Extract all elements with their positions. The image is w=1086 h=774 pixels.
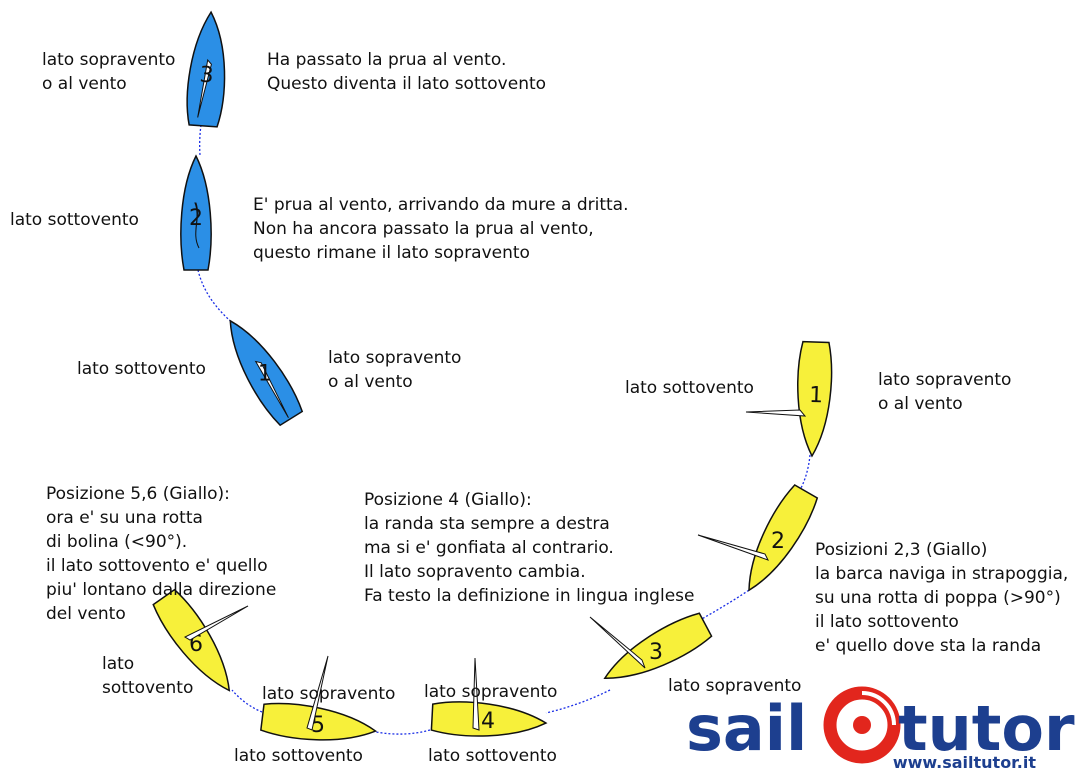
yellow-boat-3: 3 (603, 612, 713, 679)
hull (797, 340, 833, 458)
label-y3-windward: lato sopravento (668, 676, 802, 696)
sailtutor-logo: sail tutor www.sailtutor.it (684, 680, 1086, 772)
sail-mainsail (745, 409, 807, 417)
hull (430, 701, 548, 737)
sail-mainsail (472, 657, 480, 731)
hull (603, 612, 713, 679)
sail-mainsail (254, 360, 289, 418)
blue-boat-2: 2 (180, 154, 212, 271)
note-yellow-5-6: Posizione 5,6 (Giallo):ora e' su una rot… (46, 484, 277, 624)
hull (152, 588, 231, 692)
logo-swirl-icon (823, 686, 901, 764)
yellow-boat-2: 2 (748, 484, 819, 592)
label-y4-leeward: lato sottovento (428, 746, 557, 766)
logo-word-tutor: tutor (898, 692, 1075, 765)
yellow-path (231, 454, 811, 735)
boat-number: 2 (771, 529, 785, 554)
boat-number: 3 (199, 63, 215, 89)
label-blue2-leeward: lato sottovento (10, 210, 139, 230)
blue-boat-3: 3 (186, 10, 226, 128)
yellow-boat-5: 5 (260, 702, 378, 741)
note-blue3: Ha passato la prua al vento.Questo diven… (267, 50, 547, 94)
note-yellow-4: Posizione 4 (Giallo):la randa sta sempre… (364, 490, 695, 606)
boat-number: 1 (258, 361, 272, 386)
boat-number: 3 (649, 640, 663, 665)
sail-mainsail (697, 534, 770, 561)
boat-number: 4 (481, 709, 495, 734)
sail-mainsail (183, 605, 249, 641)
sail-mainsail (306, 655, 329, 731)
logo-graphic: sail tutor www.sailtutor.it (686, 686, 1075, 772)
sail-mainsail (589, 616, 646, 669)
note-yellow-2-3: Posizioni 2,3 (Giallo)la barca naviga in… (815, 540, 1069, 656)
logo-url: www.sailtutor.it (893, 753, 1037, 770)
sail-mainsail (194, 202, 200, 249)
label-blue1-leeward: lato sottovento (77, 359, 206, 379)
note-blue2: E' prua al vento, arrivando da mure a dr… (253, 195, 629, 263)
boat-number: 2 (189, 206, 203, 231)
yellow-boat-1: 1 (797, 340, 833, 458)
label-y5-windward: lato sopravento (262, 684, 396, 704)
label-y5-leeward: lato sottovento (234, 746, 363, 766)
label-y1-leeward: lato sottovento (625, 378, 754, 398)
boat-number: 1 (809, 383, 824, 408)
blue-boat-1: 1 (229, 319, 304, 427)
logo-word-sail: sail (686, 692, 807, 765)
yellow-boat-4: 4 (430, 701, 548, 737)
label-y4-windward: lato sopravento (424, 682, 558, 702)
sail-mainsail (197, 58, 212, 118)
hull (180, 154, 212, 271)
hull (748, 484, 819, 592)
hull (260, 702, 378, 741)
